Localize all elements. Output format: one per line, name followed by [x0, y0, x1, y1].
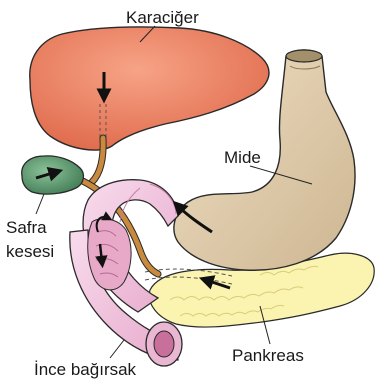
gallbladder [22, 156, 84, 194]
label-small-intestine: İnce bağırsak [34, 360, 136, 380]
label-stomach: Mide [224, 148, 261, 168]
liver [30, 27, 269, 150]
leader-gallbladder [36, 194, 44, 214]
label-gallbladder-line2: kesesi [6, 242, 54, 262]
label-gallbladder-line1: Safra [6, 218, 47, 238]
label-pancreas: Pankreas [232, 346, 304, 366]
small-intestine [70, 180, 182, 366]
label-liver: Karaciğer [126, 8, 199, 28]
leader-small-intestine [110, 340, 124, 358]
